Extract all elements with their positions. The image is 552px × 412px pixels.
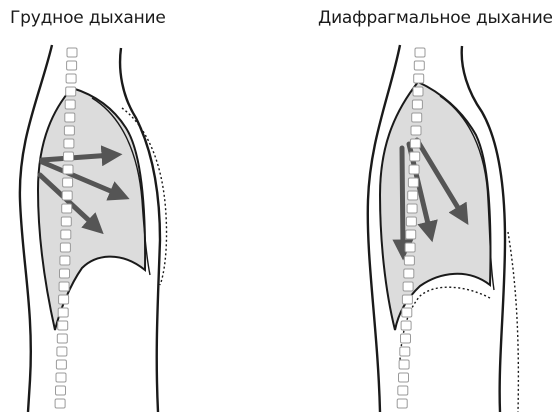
right-vertebra — [412, 113, 422, 122]
right-vertebra — [399, 373, 409, 382]
right-expanded-belly-dotted — [508, 232, 518, 412]
right-vertebra — [402, 295, 412, 304]
left-vertebra — [56, 386, 66, 395]
left-vertebra — [62, 191, 72, 200]
right-vertebra — [399, 360, 409, 369]
left-vertebra — [64, 152, 74, 161]
right-vertebra — [404, 269, 414, 278]
right-lowered-diaphragm-dotted — [400, 287, 490, 360]
left-vertebra — [64, 126, 74, 135]
right-vertebra — [415, 48, 425, 57]
right-vertebra — [407, 204, 417, 213]
left-vertebra — [60, 269, 70, 278]
right-vertebra — [400, 347, 410, 356]
left-vertebra — [62, 204, 72, 213]
diaphragmatic-breathing-figure — [368, 45, 519, 412]
left-vertebra — [61, 230, 71, 239]
left-vertebra — [66, 87, 76, 96]
right-vertebra — [406, 217, 416, 226]
left-vertebra — [67, 48, 77, 57]
left-vertebra — [56, 360, 66, 369]
left-vertebra — [58, 308, 68, 317]
right-vertebra — [405, 243, 415, 252]
right-lung — [380, 82, 490, 330]
left-vertebra — [65, 100, 75, 109]
left-vertebra — [61, 217, 71, 226]
right-vertebra — [403, 282, 413, 291]
right-vertebra — [410, 152, 420, 161]
left-vertebra — [59, 282, 69, 291]
left-vertebra — [64, 139, 74, 148]
left-vertebra — [66, 74, 76, 83]
left-vertebra — [57, 334, 67, 343]
left-vertebra — [55, 399, 65, 408]
right-vertebra — [408, 191, 418, 200]
right-vertebra — [397, 399, 407, 408]
right-arrow-left — [402, 148, 403, 250]
right-vertebra — [411, 126, 421, 135]
left-vertebra — [58, 321, 68, 330]
left-lung — [38, 88, 145, 330]
left-vertebra — [59, 295, 69, 304]
right-vertebra — [398, 386, 408, 395]
chest-breathing-figure — [20, 45, 167, 412]
right-vertebra — [409, 165, 419, 174]
left-vertebra — [57, 347, 67, 356]
right-vertebra — [406, 230, 416, 239]
left-vertebra — [65, 113, 75, 122]
left-vertebra — [60, 243, 70, 252]
right-vertebra — [414, 74, 424, 83]
left-vertebra — [63, 178, 73, 187]
right-vertebra — [404, 256, 414, 265]
left-vertebra — [63, 165, 73, 174]
right-vertebra — [413, 87, 423, 96]
right-vertebra — [414, 61, 424, 70]
right-vertebra — [402, 308, 412, 317]
right-vertebra — [412, 100, 422, 109]
left-vertebra — [60, 256, 70, 265]
right-vertebra — [401, 334, 411, 343]
right-vertebra — [401, 321, 411, 330]
right-vertebra — [410, 139, 420, 148]
right-vertebra — [408, 178, 418, 187]
left-vertebra — [67, 61, 77, 70]
left-vertebra — [56, 373, 66, 382]
